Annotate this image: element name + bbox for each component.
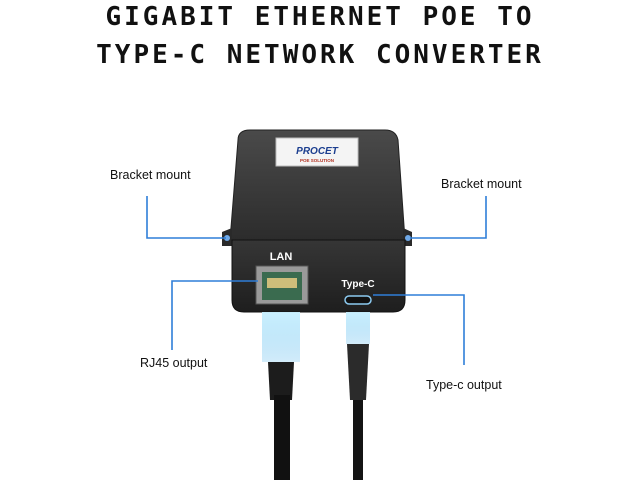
rj45-port: [255, 265, 309, 305]
callout-bracket-left: Bracket mount: [110, 168, 191, 182]
heading-line-2: Type-C Network Converter: [96, 40, 544, 70]
brand-label: PROCET POE SOLUTION: [275, 137, 359, 167]
leader-bracket-right: [410, 196, 487, 239]
typec-port: [344, 295, 372, 305]
typec-port-label: Type-C: [341, 279, 374, 290]
brand-name: PROCET: [296, 146, 339, 157]
heading-line-1: Gigabit Ethernet POE to: [105, 2, 535, 32]
brand-subtitle: POE SOLUTION: [300, 158, 334, 163]
leader-typec: [373, 294, 465, 365]
callout-typec: Type-c output: [426, 378, 502, 392]
lan-port-label: LAN: [270, 251, 293, 263]
leader-rj45: [171, 280, 258, 350]
callout-rj45: RJ45 output: [140, 356, 208, 370]
leader-lines: [146, 196, 487, 365]
callout-bracket-right: Bracket mount: [441, 177, 522, 191]
typec-cable: [346, 312, 370, 480]
leader-bracket-left: [146, 196, 226, 239]
rj45-cable: [262, 312, 300, 480]
